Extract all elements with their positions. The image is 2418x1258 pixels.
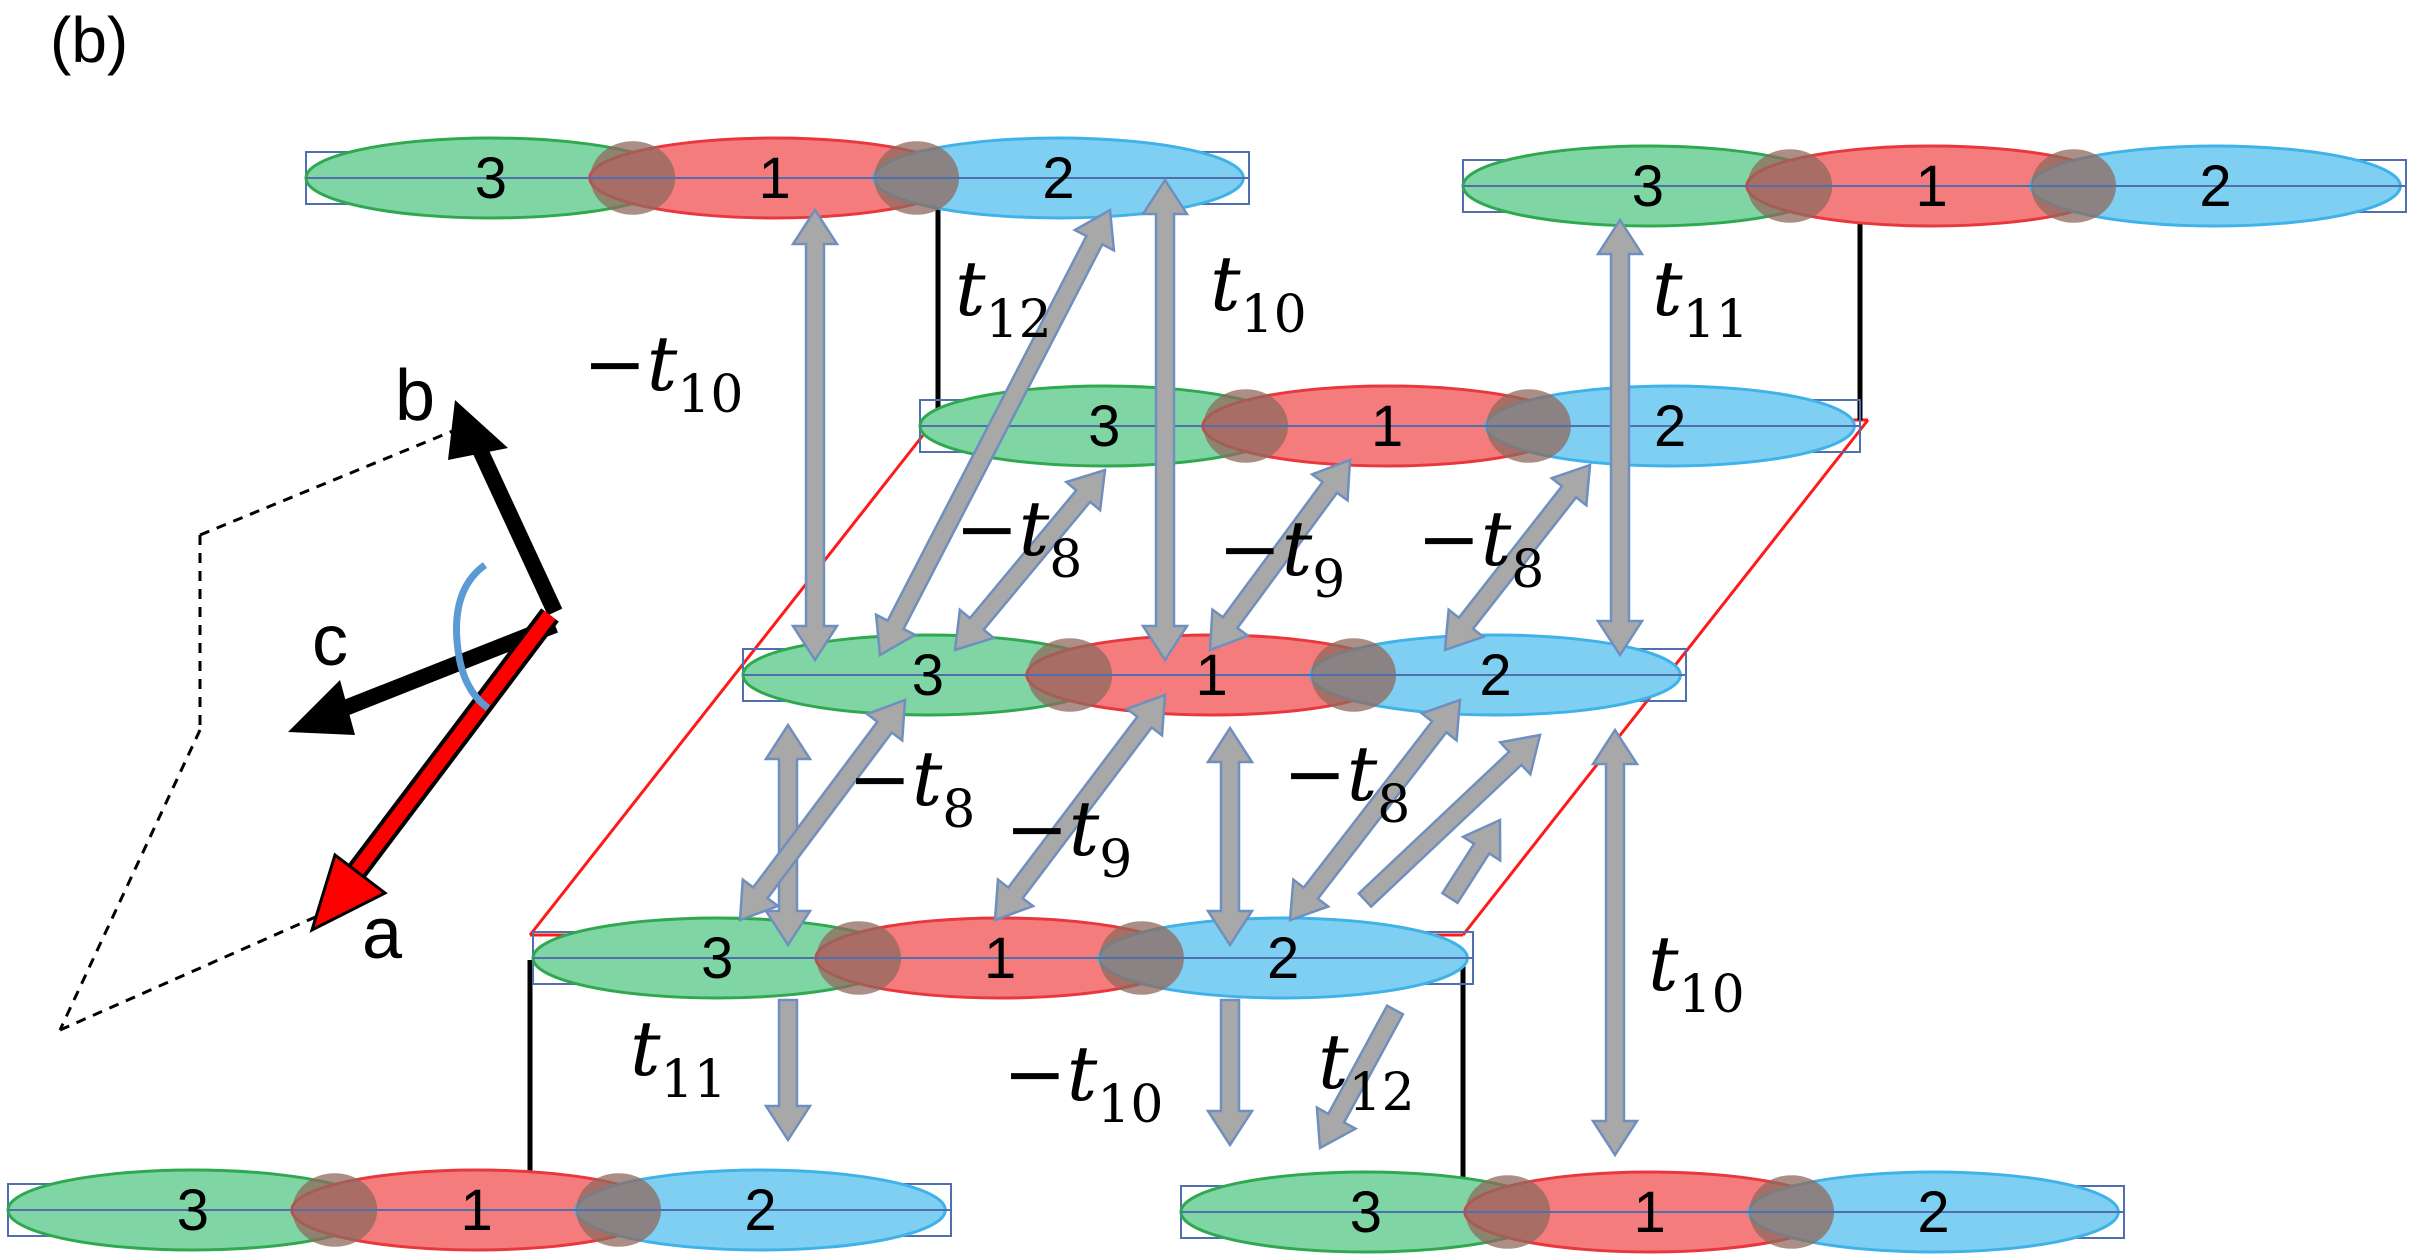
b-axis-arrow xyxy=(472,446,563,616)
hopping-labels: −t10 t12 t10 t11 −t8 −t9 −t8 −t8 −t9 −t8 t10 t11 −t1… xyxy=(583,239,1749,1135)
hop-arrow-down xyxy=(1205,998,1255,1148)
molecule-label: 3 xyxy=(475,146,507,211)
molecule-label: 2 xyxy=(1267,926,1299,991)
molecule-label: 3 xyxy=(1350,1180,1382,1245)
hop-arrow-diagonal xyxy=(1288,698,1462,922)
hopping-label-t10-top: t10 xyxy=(1210,239,1307,345)
molecule-label: 1 xyxy=(1371,394,1403,459)
layer-lower-mid: 3 1 2 xyxy=(531,916,1474,1000)
hop-arrow-diagonal xyxy=(1208,458,1352,652)
layer-top-right: 3 1 2 xyxy=(1461,144,2407,228)
molecule-label: 3 xyxy=(912,643,944,708)
hopping-label-neg-t8-d: −t8 xyxy=(1283,729,1410,835)
b-axis-head xyxy=(448,400,508,460)
hop-arrow-down xyxy=(763,998,813,1143)
c-axis-head xyxy=(288,680,355,735)
layer-mid: 3 1 2 xyxy=(741,633,1687,717)
molecule-label: 1 xyxy=(1916,154,1948,219)
hopping-label-t12-top: t12 xyxy=(955,244,1052,350)
molecule-label: 3 xyxy=(1088,394,1120,459)
cell-edge xyxy=(528,419,937,936)
molecule-layers: 3 1 2 3 1 2 3 1 2 3 1 2 3 1 2 3 1 2 3 1 2 xyxy=(6,136,2407,1254)
hop-arrow-diagonal xyxy=(874,207,1116,658)
molecule-label: 1 xyxy=(1196,643,1228,708)
hopping-label-t10-right: t10 xyxy=(1648,919,1745,1025)
hop-arrow-vertical xyxy=(1595,217,1645,658)
layer-upper-mid: 3 1 2 xyxy=(918,384,1861,468)
panel-label: (b) xyxy=(50,4,128,76)
molecule-label: 3 xyxy=(1632,154,1664,219)
hop-arrow-diagonal xyxy=(953,468,1107,652)
hopping-label-neg-t8-b: −t8 xyxy=(1417,494,1544,600)
hop-arrow-diagonal xyxy=(993,693,1167,922)
molecule-label: 1 xyxy=(461,1178,493,1243)
hopping-arrows xyxy=(738,177,1645,1158)
a-axis-arrow xyxy=(344,610,556,885)
hop-arrow-diagonal xyxy=(1443,463,1592,652)
molecule-label: 3 xyxy=(701,926,733,991)
hopping-label-neg-t10-bottom: −t10 xyxy=(1003,1029,1163,1135)
a-axis-head xyxy=(309,852,388,933)
axis-guide-dashed xyxy=(58,729,202,1031)
hop-arrow-diagonal-down xyxy=(1315,1004,1405,1151)
hopping-label-neg-t8-a: −t8 xyxy=(955,484,1082,590)
hopping-label-neg-t9-b: −t9 xyxy=(1005,784,1132,890)
b-axis-label: b xyxy=(395,356,435,436)
molecule-label: 2 xyxy=(1479,643,1511,708)
molecule-label: 2 xyxy=(1042,146,1074,211)
molecule-label: 3 xyxy=(177,1178,209,1243)
hopping-label-t12-bottom: t12 xyxy=(1318,1017,1415,1123)
a-axis-label: a xyxy=(362,894,403,974)
hopping-label-t11-top: t11 xyxy=(1652,244,1749,350)
hop-arrow-diagonal-up xyxy=(1357,733,1542,909)
hopping-label-t11-bottom: t11 xyxy=(630,1004,727,1110)
hop-arrow-vertical xyxy=(763,722,813,948)
angle-arc xyxy=(453,562,491,711)
layer-bottom-left: 3 1 2 xyxy=(6,1168,952,1252)
crystal-axes: a b c xyxy=(58,356,563,1032)
hopping-label-neg-t10-top: −t10 xyxy=(583,319,743,425)
hopping-label-neg-t9-a: −t9 xyxy=(1218,504,1345,610)
hop-arrow-diagonal-up xyxy=(1440,818,1502,905)
hopping-label-neg-t8-c: −t8 xyxy=(848,734,975,840)
hop-arrow-vertical xyxy=(1140,177,1190,663)
molecule-label: 2 xyxy=(2199,154,2231,219)
molecule-label: 2 xyxy=(1654,394,1686,459)
vertical-connectors xyxy=(527,200,1863,1180)
molecule-label: 2 xyxy=(1917,1180,1949,1245)
molecule-label: 1 xyxy=(759,146,791,211)
hop-arrow-vertical xyxy=(790,207,840,663)
hop-arrow-diagonal xyxy=(738,698,907,922)
molecule-label: 2 xyxy=(744,1178,776,1243)
axis-guide-dashed xyxy=(199,426,461,537)
molecule-label: 1 xyxy=(1634,1180,1666,1245)
hop-arrow-vertical xyxy=(1205,725,1255,948)
layer-top-left: 3 1 2 xyxy=(304,136,1250,220)
molecule-label: 1 xyxy=(984,926,1016,991)
axis-guide-dashed xyxy=(59,913,321,1032)
hop-arrow-vertical xyxy=(1590,727,1640,1158)
c-axis-label: c xyxy=(312,601,348,681)
layer-bottom-right: 3 1 2 xyxy=(1179,1170,2125,1254)
